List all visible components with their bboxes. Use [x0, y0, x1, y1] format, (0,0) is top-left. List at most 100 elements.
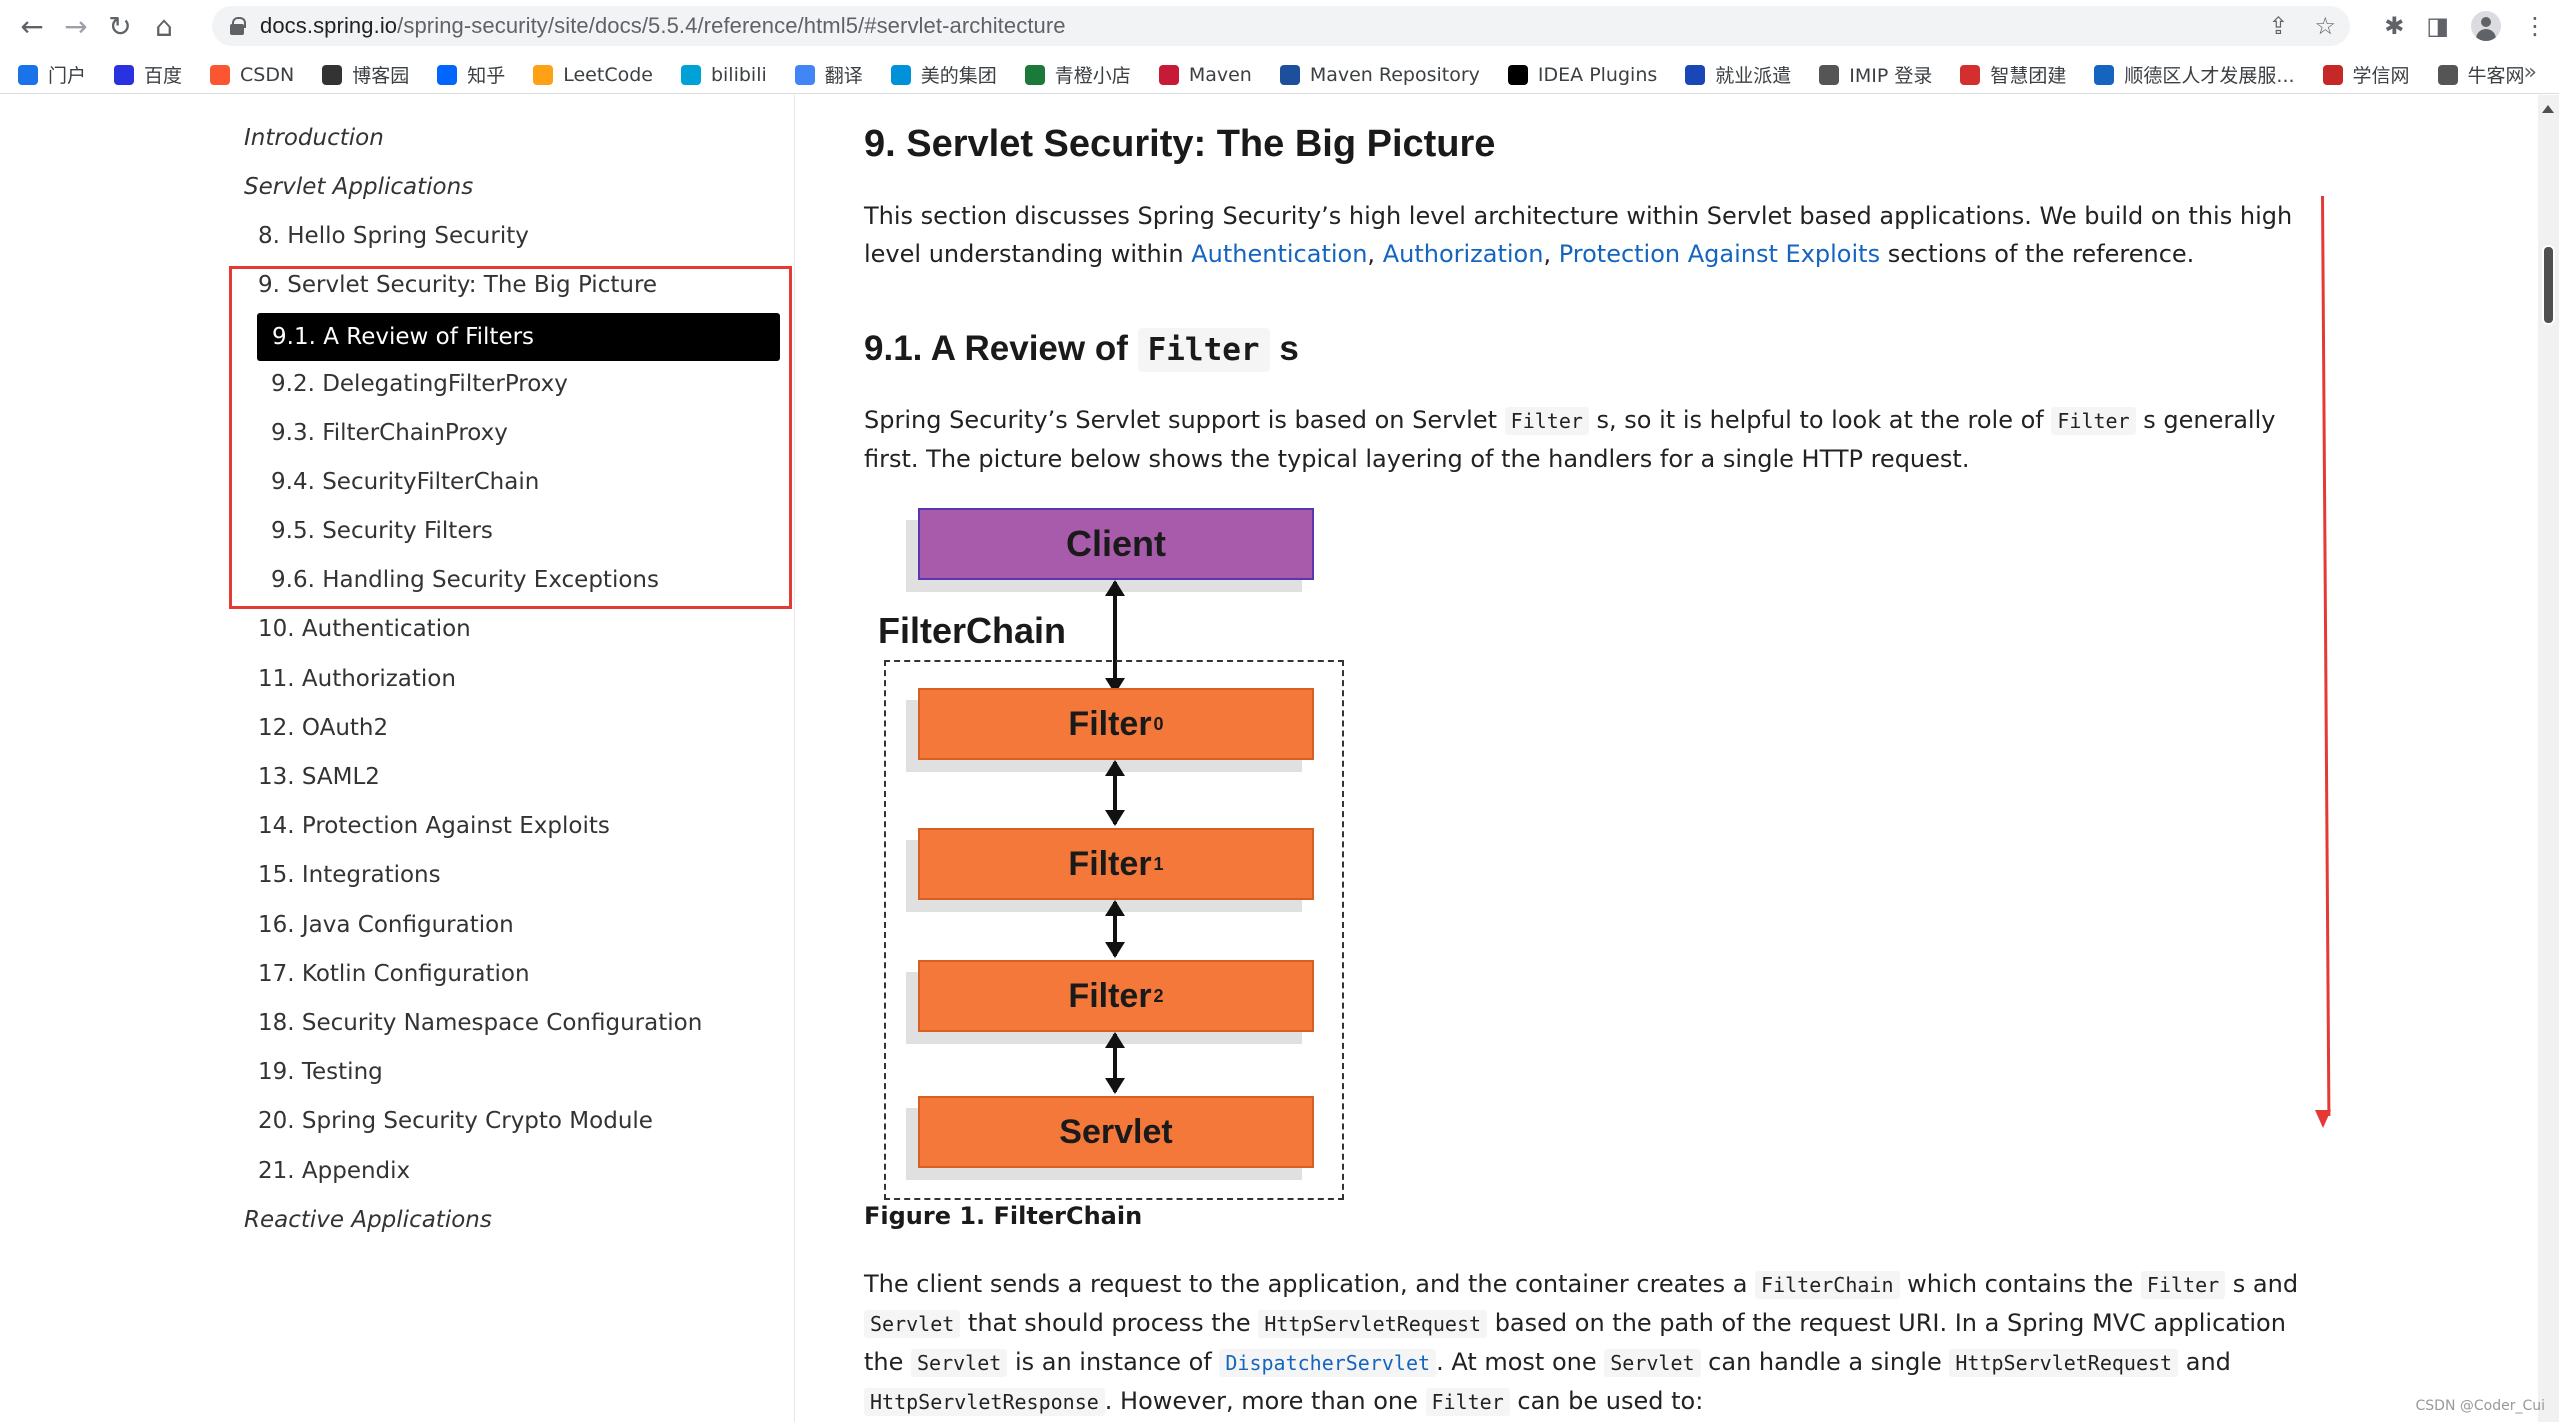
bookmark-item[interactable]: 知乎: [437, 61, 505, 88]
bookmark-item[interactable]: LeetCode: [533, 64, 653, 86]
authorization-link[interactable]: Authorization: [1382, 240, 1544, 268]
toc-item[interactable]: 8. Hello Spring Security: [258, 223, 529, 249]
toc-item[interactable]: 13. SAML2: [258, 764, 380, 790]
bookmark-item[interactable]: 就业派遣: [1685, 61, 1791, 88]
bookmark-item[interactable]: IDEA Plugins: [1507, 63, 1658, 86]
profile-avatar-icon[interactable]: [2471, 11, 2501, 41]
side-panel-icon[interactable]: ◨: [2426, 12, 2449, 40]
toc-item[interactable]: 9.3. FilterChainProxy: [271, 420, 508, 446]
scrollbar-thumb[interactable]: [2542, 245, 2555, 325]
bookmark-label: 智慧团建: [1990, 65, 2067, 87]
bookmark-item[interactable]: 翻译: [794, 61, 863, 88]
bookmark-item[interactable]: Maven Repository: [1279, 63, 1480, 86]
bookmark-label: LeetCode: [563, 63, 653, 86]
figure-caption: Figure 1. FilterChain: [864, 1202, 1143, 1230]
toc-item[interactable]: 9.2. DelegatingFilterProxy: [271, 371, 568, 397]
toc-item[interactable]: Servlet Applications: [244, 174, 474, 200]
toc-item[interactable]: 9.1. A Review of Filters: [257, 313, 780, 361]
page-scrollbar[interactable]: [2538, 95, 2559, 1422]
bookmark-label: bilibili: [710, 63, 767, 86]
bookmark-item[interactable]: 牛客网: [2437, 61, 2525, 88]
toc-item[interactable]: 18. Security Namespace Configuration: [258, 1010, 703, 1036]
filterchain-dashed-border: [884, 660, 1344, 1200]
annotation-scroll-arrow-line: [2321, 195, 2331, 1116]
toc-item[interactable]: 21. Appendix: [258, 1158, 411, 1184]
bookmark-item[interactable]: 美的集团: [890, 61, 997, 88]
toc-item[interactable]: 9.4. SecurityFilterChain: [271, 469, 540, 495]
bookmark-item[interactable]: 青橙小店: [1024, 61, 1131, 88]
bookmark-label: 学信网: [2352, 65, 2410, 87]
bookmarks-more-chevron-icon[interactable]: »: [2523, 60, 2537, 85]
toc-item[interactable]: 20. Spring Security Crypto Module: [258, 1108, 653, 1134]
bookmark-item[interactable]: 百度: [114, 61, 182, 88]
bookmark-item[interactable]: IMIP 登录: [1819, 61, 1932, 88]
address-bar[interactable]: docs.spring.io/spring-security/site/docs…: [212, 6, 2350, 46]
bookmark-item[interactable]: CSDN: [210, 64, 294, 86]
csdn-icon: [210, 64, 231, 85]
translate-icon: [794, 64, 815, 85]
toc-item[interactable]: 19. Testing: [258, 1059, 383, 1085]
bookmark-label: 顺德区人才发展服...: [2124, 65, 2295, 87]
zhihu-icon: [437, 64, 458, 85]
bookmark-item[interactable]: Maven: [1158, 64, 1252, 86]
toc-item[interactable]: 12. OAuth2: [258, 715, 389, 741]
reload-icon[interactable]: ↻: [108, 9, 132, 43]
toc-item[interactable]: 17. Kotlin Configuration: [258, 961, 530, 987]
bookmark-label: 就业派遣: [1715, 65, 1792, 87]
toc-item[interactable]: 9.6. Handling Security Exceptions: [271, 567, 659, 593]
bilibili-icon: [680, 64, 701, 85]
protection-against-exploits-link[interactable]: Protection Against Exploits: [1558, 240, 1881, 268]
dispatcherservlet-link[interactable]: DispatcherServlet: [1219, 1349, 1437, 1377]
menu-kebab-icon[interactable]: ⋮: [2523, 12, 2547, 40]
bookmark-label: IDEA Plugins: [1537, 63, 1658, 86]
bookmark-item[interactable]: 学信网: [2322, 61, 2410, 88]
share-icon[interactable]: ⇪: [2268, 12, 2289, 40]
extensions-puzzle-icon[interactable]: ✱: [2384, 12, 2405, 40]
bookmark-label: CSDN: [240, 63, 295, 86]
toc-item[interactable]: 16. Java Configuration: [258, 912, 514, 938]
bookmark-label: 美的集团: [920, 65, 997, 87]
authentication-link[interactable]: Authentication: [1191, 240, 1368, 268]
nowcoder-icon: [2437, 64, 2458, 85]
bookmark-item[interactable]: 博客园: [322, 61, 409, 88]
shop-icon: [1024, 64, 1045, 85]
bookmark-item[interactable]: 顺德区人才发展服...: [2094, 61, 2295, 88]
bookmark-label: 门户: [48, 65, 87, 87]
url-text: docs.spring.io/spring-security/site/docs…: [260, 13, 1066, 38]
bookmark-label: 博客园: [352, 65, 410, 87]
filters-paragraph: Spring Security’s Servlet support is bas…: [864, 406, 2276, 473]
bookmark-item[interactable]: 门户: [18, 61, 86, 88]
section-heading: 9.1. A Review of Filter s: [864, 328, 1299, 372]
filter-1-2-arrow: [1105, 900, 1125, 958]
toc-item[interactable]: 11. Authorization: [258, 666, 456, 692]
toc-item[interactable]: 9.5. Security Filters: [271, 518, 493, 544]
scroll-up-arrow-icon[interactable]: [2542, 105, 2554, 113]
toc-item[interactable]: Reactive Applications: [244, 1207, 492, 1233]
back-arrow-icon[interactable]: ←: [20, 9, 44, 43]
toc-item[interactable]: 14. Protection Against Exploits: [258, 813, 610, 839]
bookmark-item[interactable]: 智慧团建: [1960, 61, 2066, 88]
bookmark-item[interactable]: bilibili: [680, 63, 767, 86]
toc-item[interactable]: Introduction: [244, 125, 384, 151]
intro-paragraph: This section discusses Spring Security’s…: [864, 202, 2293, 268]
filter-0-1-arrow: [1105, 760, 1125, 826]
toc-item[interactable]: 9. Servlet Security: The Big Picture: [258, 272, 658, 298]
watermark: CSDN @Coder_Cui: [2415, 1398, 2546, 1414]
toc-item[interactable]: 15. Integrations: [258, 862, 441, 888]
bookmark-label: Maven Repository: [1309, 63, 1480, 86]
toc-item[interactable]: 10. Authentication: [258, 616, 471, 642]
league-badge-icon: [1960, 64, 1981, 85]
home-icon[interactable]: ⌂: [155, 9, 173, 43]
bookmark-label: IMIP 登录: [1849, 65, 1933, 87]
bookmark-label: 牛客网: [2467, 65, 2525, 87]
bookmark-label: 百度: [144, 65, 183, 87]
page-title: 9. Servlet Security: The Big Picture: [864, 123, 1496, 165]
star-icon[interactable]: ☆: [2314, 12, 2336, 40]
filterchain-label: FilterChain: [878, 610, 1067, 651]
forward-arrow-icon[interactable]: →: [64, 9, 88, 43]
cnblogs-icon: [322, 64, 343, 85]
